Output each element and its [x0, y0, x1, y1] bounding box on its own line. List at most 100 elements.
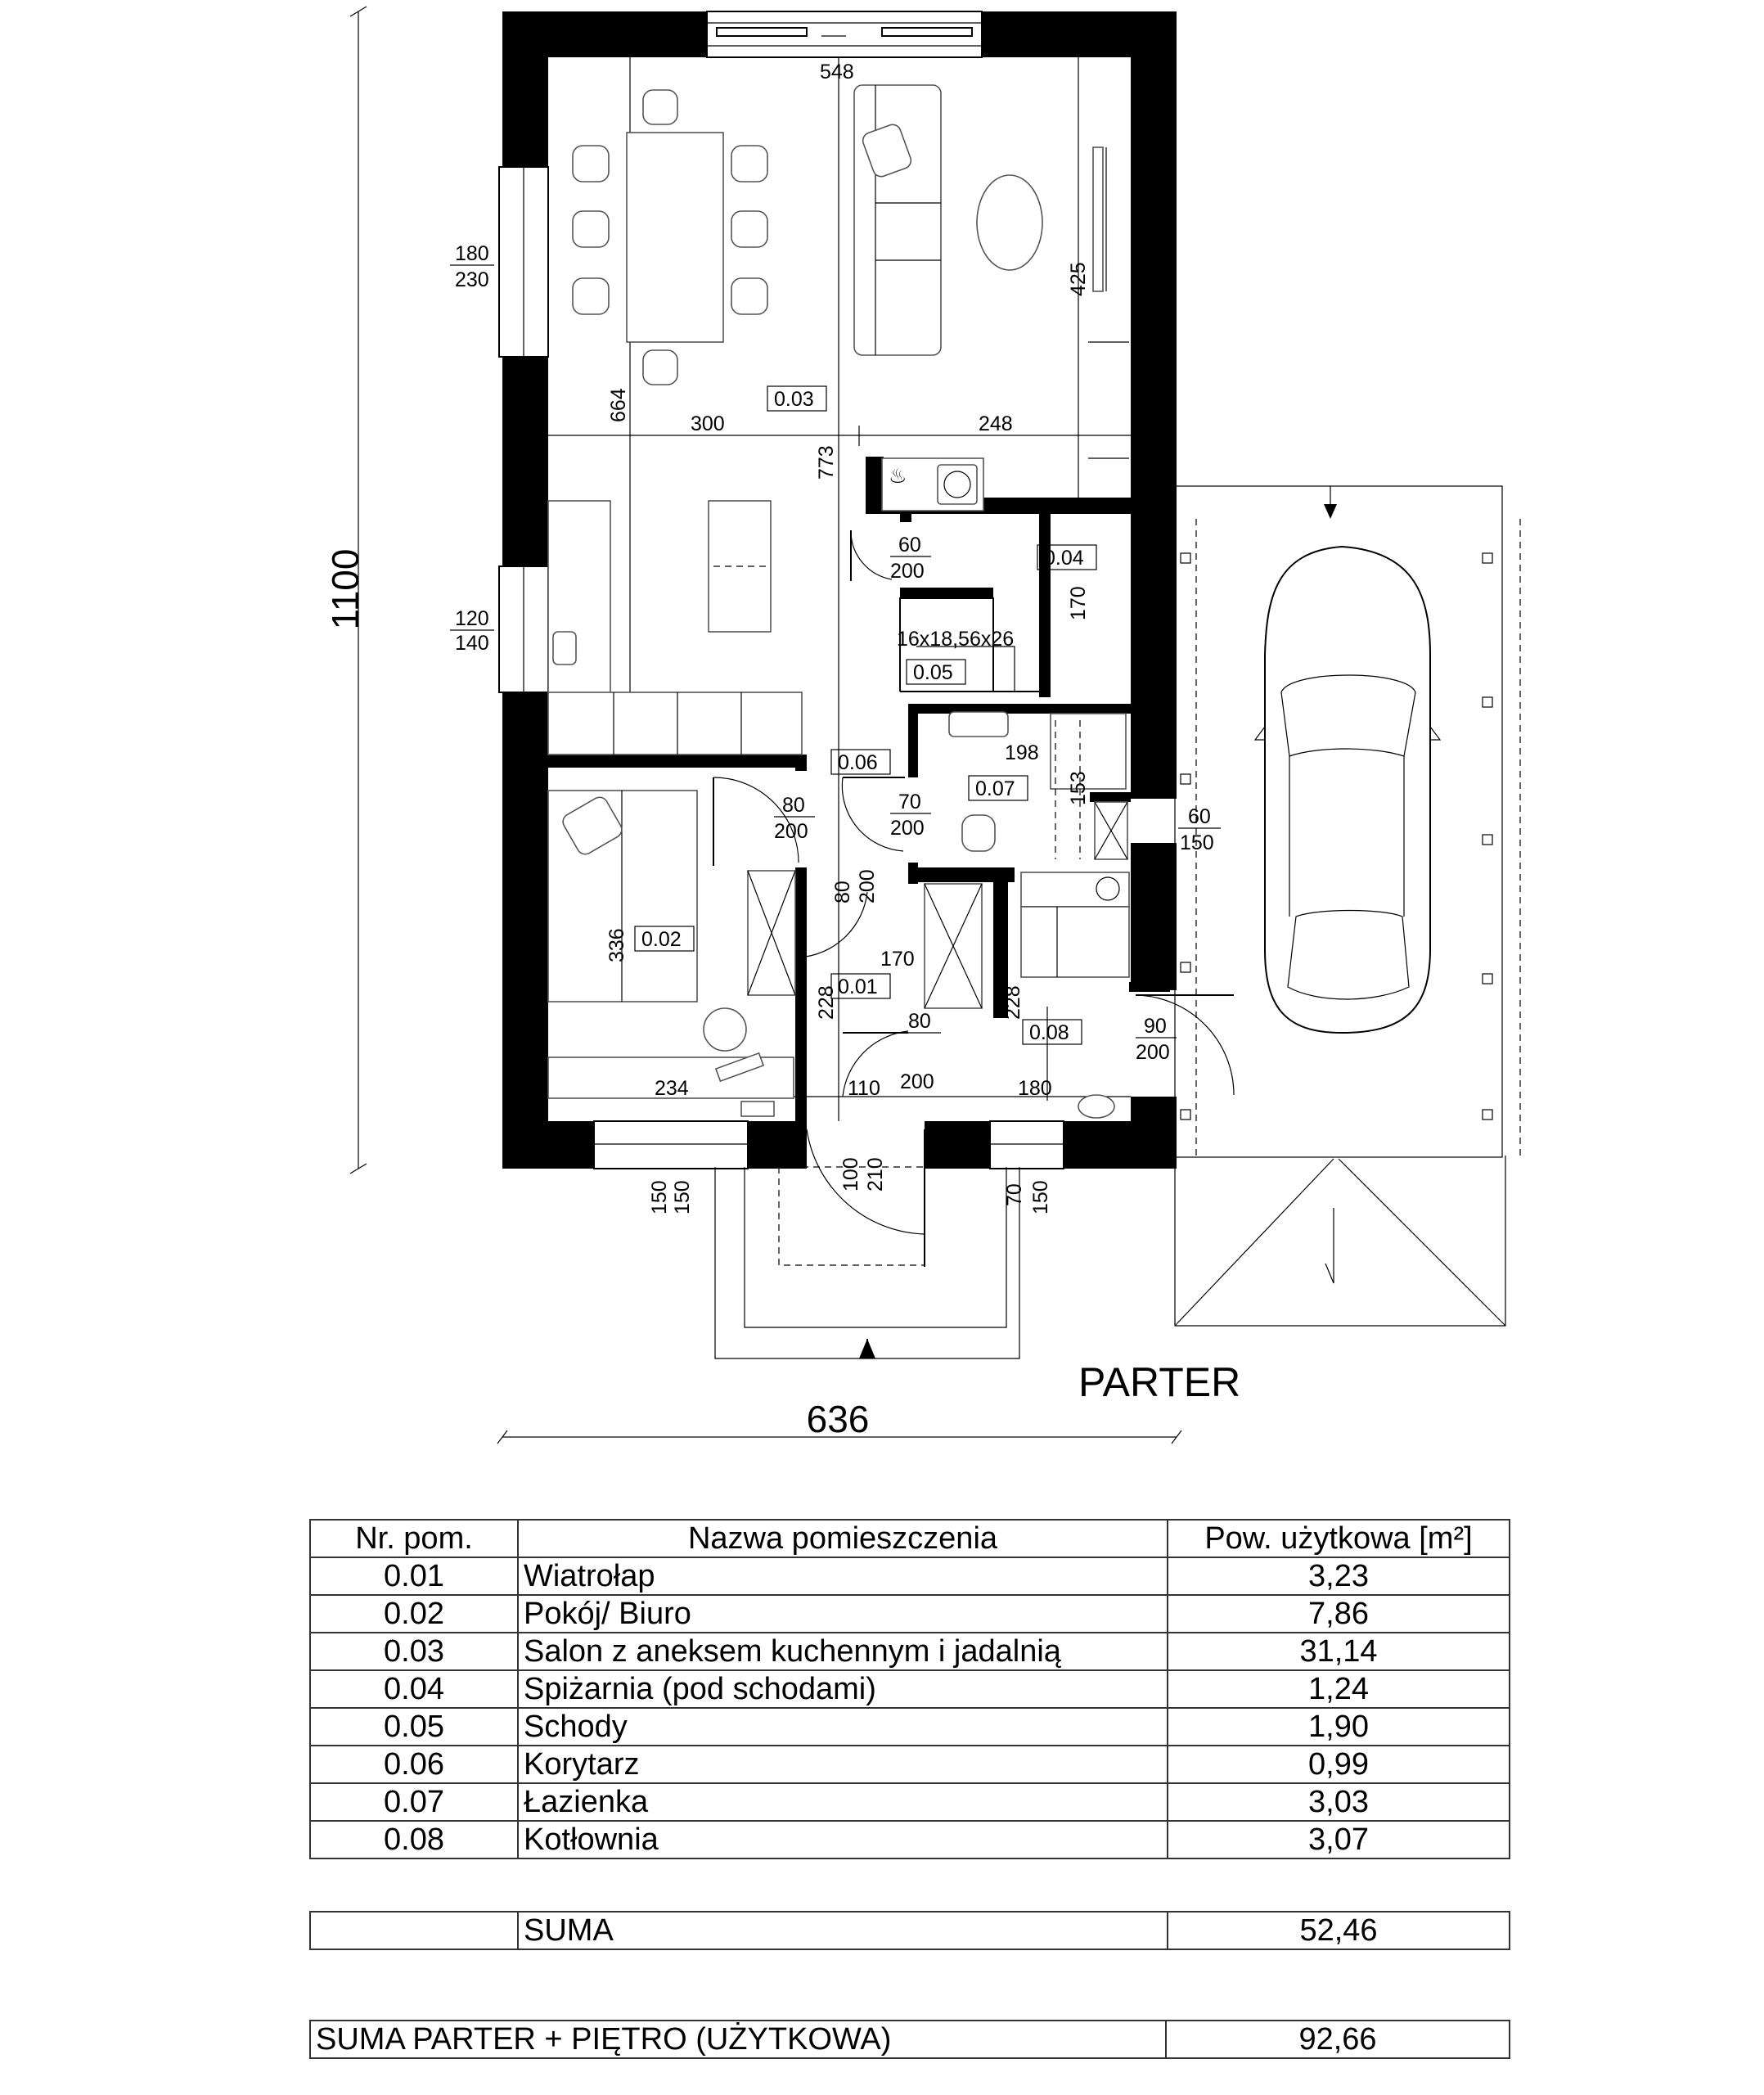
sum-value: 52,46: [1167, 1911, 1510, 1950]
room-area: 1,24: [1167, 1669, 1510, 1709]
top-window-dim: 548: [820, 61, 854, 83]
table-row: 0.04 Spiżarnia (pod schodami) 1,24: [309, 1669, 1510, 1709]
room-tag-0-02: 0.02: [641, 928, 682, 951]
door-lazienka-w: 70: [898, 791, 921, 813]
doors: [713, 530, 1235, 1267]
room-name: Kotłownia: [517, 1820, 1168, 1859]
room-name: Pokój/ Biuro: [517, 1594, 1168, 1633]
table-row: 0.02 Pokój/ Biuro 7,86: [309, 1594, 1510, 1633]
dim-773: 773: [815, 445, 838, 480]
interior-dims: 664 300 248 425 773 170 198 153 336 170 …: [605, 262, 1090, 1100]
room-area: 3,03: [1167, 1782, 1510, 1822]
room-area: 31,14: [1167, 1632, 1510, 1671]
room-tag-0-03: 0.03: [774, 388, 814, 411]
room-tags: 0.01 0.02 0.03 0.04 0.05 0.06 0.07 0.08: [634, 385, 1097, 1045]
sum-empty-cell: [309, 1911, 519, 1950]
door-wiatrolap-side-w: 80: [831, 881, 854, 903]
room-tag-0-01: 0.01: [838, 975, 878, 998]
col-header-number: Nr. pom.: [309, 1519, 519, 1558]
room-number: 0.02: [309, 1594, 519, 1633]
bathroom: [948, 711, 1128, 860]
total-height-dim: 1100: [324, 549, 367, 630]
car-icon: [1253, 545, 1442, 1034]
window-bottom-left-h: 150: [671, 1180, 694, 1214]
door-garage-h: 200: [1136, 1041, 1170, 1064]
door-pokoj-h: 200: [774, 820, 808, 843]
top-window: 548: [706, 11, 983, 83]
sum-table: SUMA 52,46: [309, 1911, 1510, 1950]
dim-425: 425: [1067, 262, 1090, 296]
table-row: 0.08 Kotłownia 3,07: [309, 1820, 1510, 1859]
total-table: SUMA PARTER + PIĘTRO (UŻYTKOWA) 92,66: [309, 2020, 1510, 2059]
room-number: 0.06: [309, 1745, 519, 1784]
wardrobes: [747, 870, 983, 1009]
dim-248: 248: [979, 412, 1013, 435]
room-area: 1,90: [1167, 1707, 1510, 1746]
left-window-mid-dim-b: 140: [455, 632, 489, 655]
interior-walls: [548, 457, 1170, 1121]
room-area: 0,99: [1167, 1745, 1510, 1784]
room-number: 0.08: [309, 1820, 519, 1859]
left-window-top-dim-b: 230: [455, 268, 489, 291]
door-garage-w: 90: [1144, 1015, 1167, 1038]
room-number: 0.01: [309, 1557, 519, 1596]
stairs: 16x18,56x26: [897, 597, 1039, 692]
col-header-area: Pow. użytkowa [m²]: [1167, 1519, 1510, 1558]
bottom-windows: [593, 1120, 1064, 1169]
dim-170-a: 170: [1067, 586, 1090, 620]
dim-664: 664: [607, 388, 630, 422]
total-label: SUMA PARTER + PIĘTRO (UŻYTKOWA): [309, 2020, 1167, 2059]
table-row: 0.07 Łazienka 3,03: [309, 1782, 1510, 1822]
dim-170-b: 170: [880, 948, 915, 971]
room-number: 0.03: [309, 1632, 519, 1671]
office-furniture: [547, 790, 794, 1117]
room-number: 0.05: [309, 1707, 519, 1746]
room-area: 3,23: [1167, 1557, 1510, 1596]
room-tag-0-04: 0.04: [1044, 547, 1084, 570]
room-tag-0-07: 0.07: [975, 777, 1015, 800]
floor-plan: 548 180 230 120 140: [324, 6, 1521, 1444]
carport: [1174, 485, 1521, 1327]
dim-228-b: 228: [1001, 985, 1024, 1020]
dim-180: 180: [1018, 1077, 1052, 1100]
floor-title: PARTER: [1078, 1359, 1240, 1405]
entrance-porch: [714, 1166, 1020, 1359]
table-row: 0.01 Wiatrołap 3,23: [309, 1557, 1510, 1596]
door-lazienka-h: 200: [890, 817, 925, 840]
room-tag-0-06: 0.06: [838, 751, 878, 774]
left-windows: 180 230 120 140: [450, 166, 549, 693]
window-kotlownia-h: 150: [1180, 831, 1214, 854]
room-area: 7,86: [1167, 1594, 1510, 1633]
door-kotlownia-w: 80: [908, 1010, 931, 1033]
sum-row: SUMA 52,46: [309, 1911, 1510, 1950]
room-name: Salon z aneksem kuchennym i jadalnią: [517, 1632, 1168, 1671]
total-value: 92,66: [1165, 2020, 1510, 2059]
dim-198: 198: [1005, 741, 1039, 764]
dim-228-a: 228: [815, 985, 838, 1020]
dim-153: 153: [1067, 771, 1090, 805]
sink-icon: ♨: [889, 465, 907, 488]
window-bottom-right-w: 70: [1003, 1183, 1026, 1206]
window-bottom-right-h: 150: [1029, 1180, 1052, 1214]
room-name: Wiatrołap: [517, 1557, 1168, 1596]
dim-336: 336: [605, 928, 628, 962]
exterior-walls: [502, 11, 1177, 1169]
room-tag-0-08: 0.08: [1029, 1021, 1069, 1044]
table-row: 0.05 Schody 1,90: [309, 1707, 1510, 1746]
door-spizarnia-h: 200: [890, 560, 925, 583]
room-number: 0.07: [309, 1782, 519, 1822]
kitchen: ♨: [547, 457, 984, 755]
door-pokoj-w: 80: [782, 794, 805, 817]
room-name: Korytarz: [517, 1745, 1168, 1784]
table-row: 0.03 Salon z aneksem kuchennym i jadalni…: [309, 1632, 1510, 1671]
stairs-label: 16x18,56x26: [897, 628, 1014, 651]
opening-labels: 60 200 80 200 70 200 80 200 80 200 60 15…: [648, 534, 1221, 1214]
dimension-lines: 1100 636 PARTER: [324, 6, 1240, 1444]
table-header-row: Nr. pom. Nazwa pomieszczenia Pow. użytko…: [309, 1519, 1510, 1558]
dim-234: 234: [655, 1077, 689, 1100]
room-name: Spiżarnia (pod schodami): [517, 1669, 1168, 1709]
room-name: Schody: [517, 1707, 1168, 1746]
table-row: 0.06 Korytarz 0,99: [309, 1745, 1510, 1784]
left-window-mid-dim-a: 120: [455, 607, 489, 630]
col-header-name: Nazwa pomieszczenia: [517, 1519, 1168, 1558]
